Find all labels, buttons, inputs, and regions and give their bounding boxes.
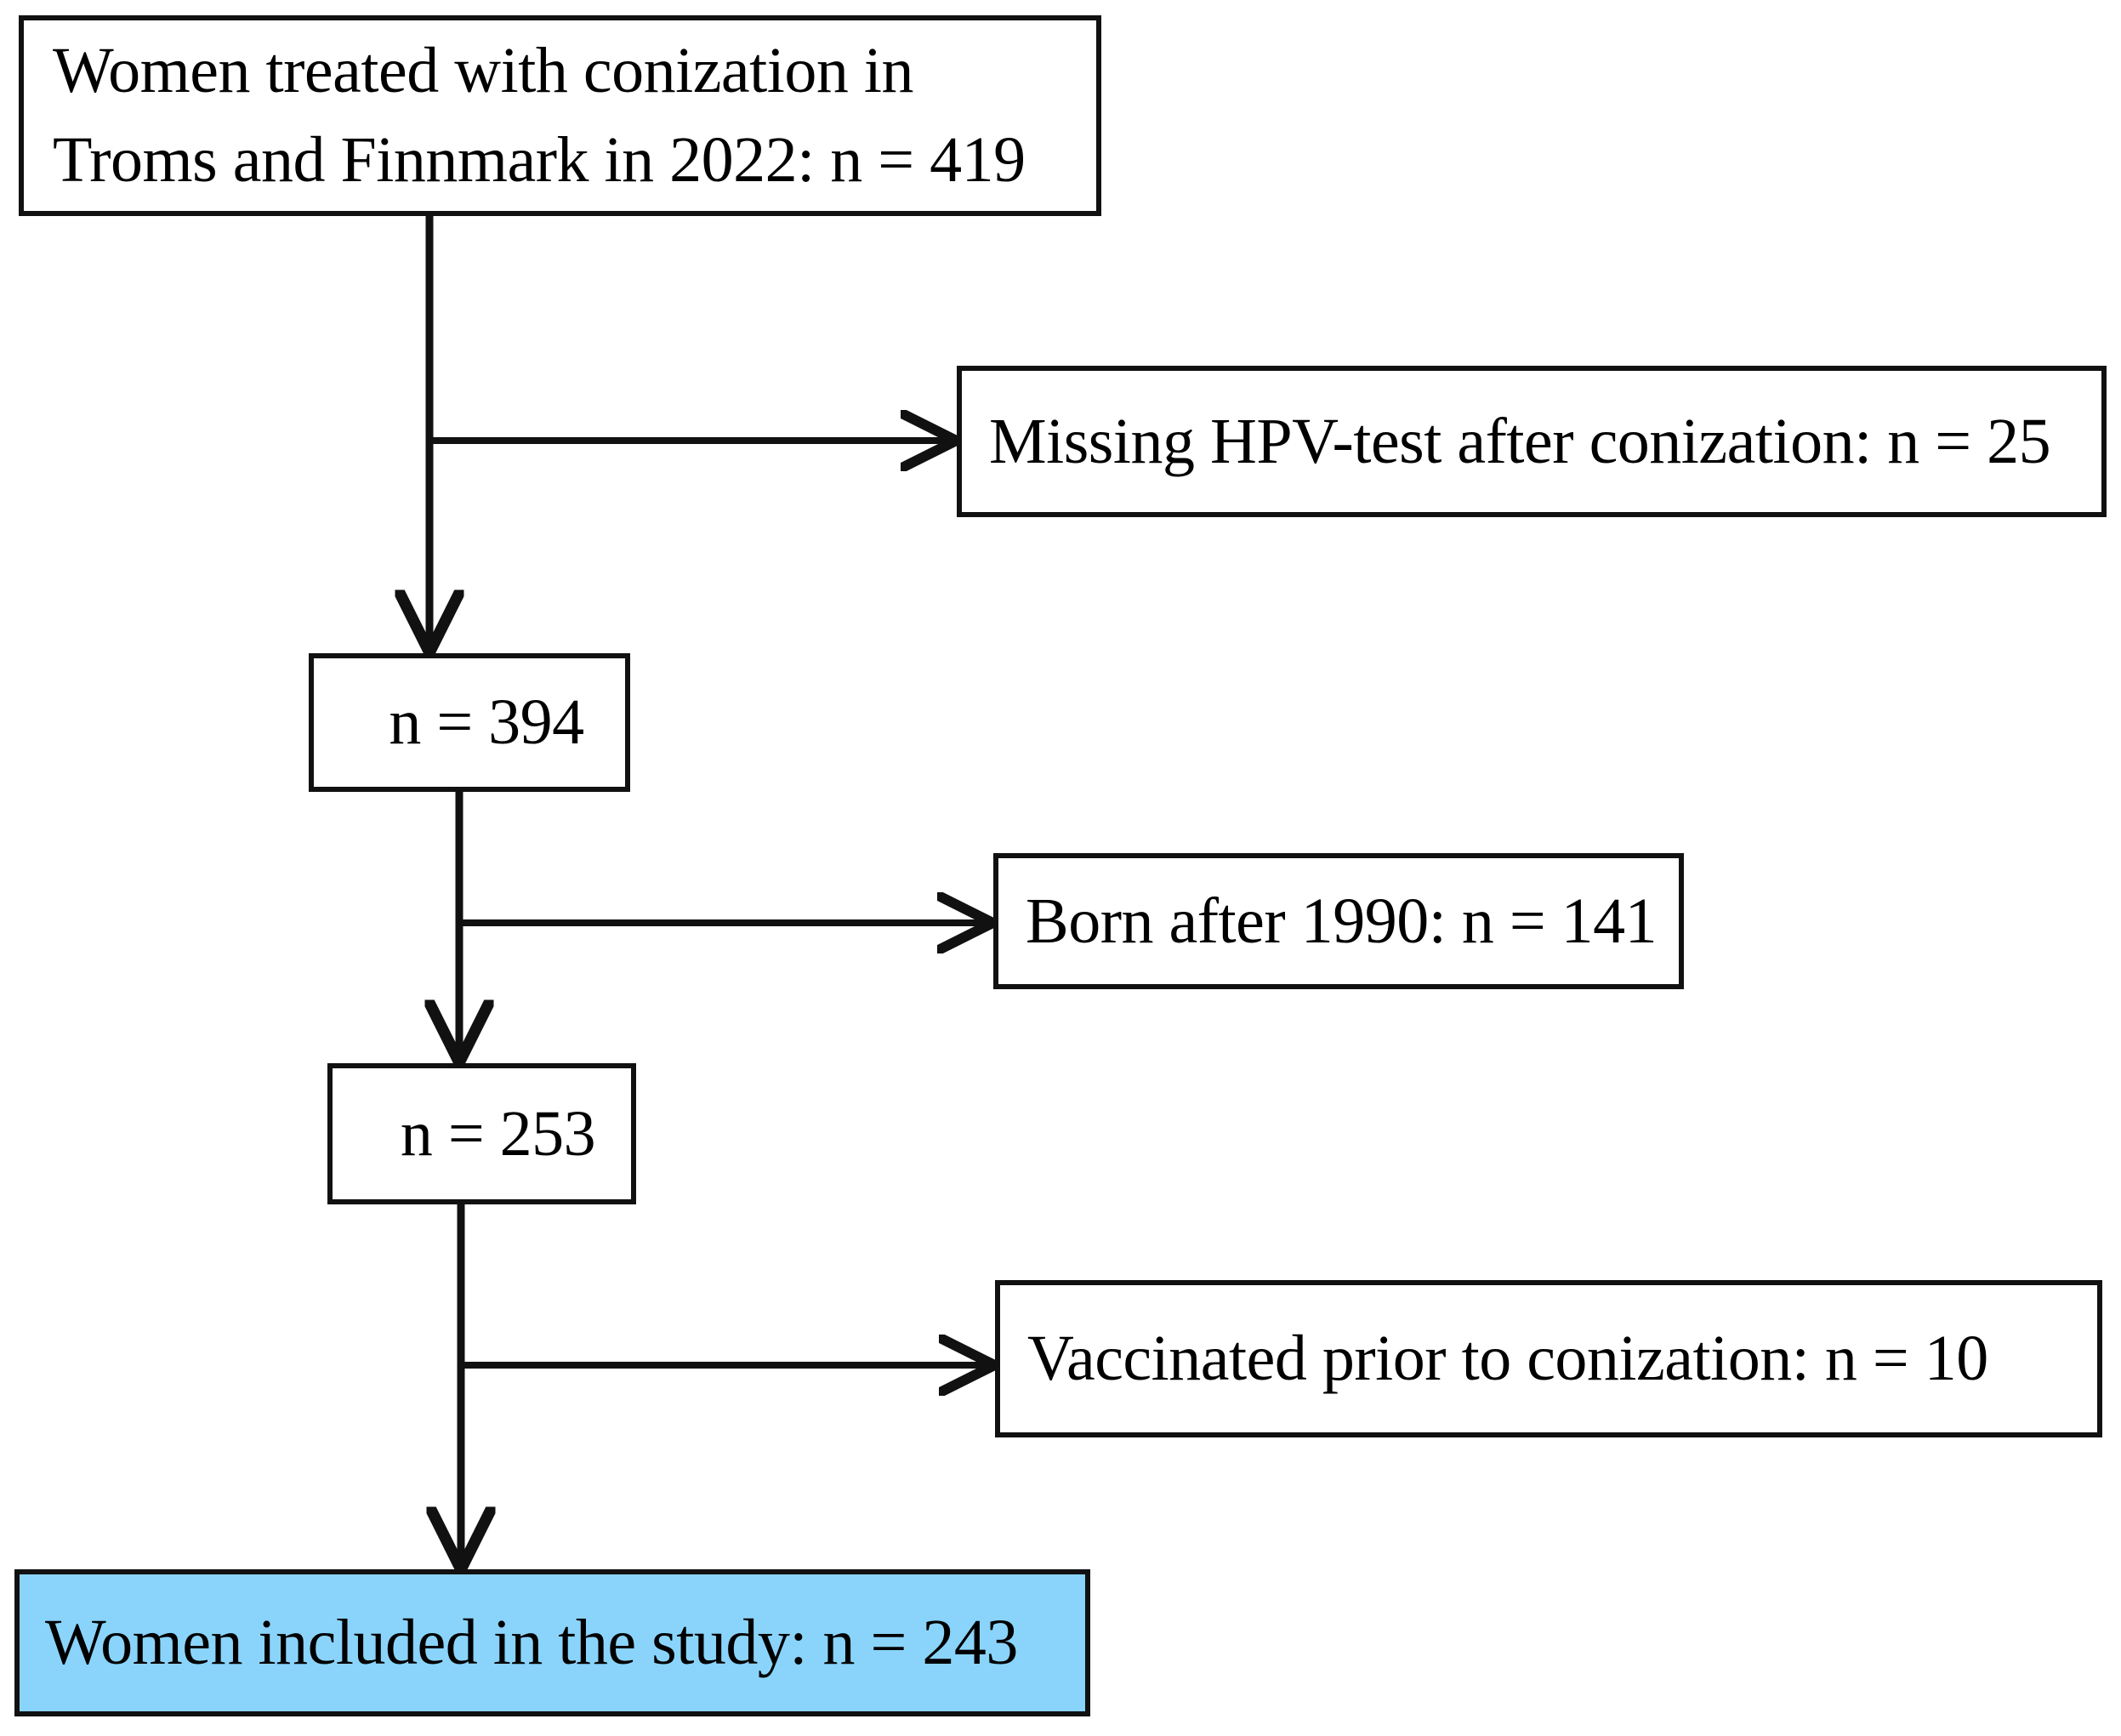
node-remaining-394: n = 394 bbox=[309, 653, 630, 792]
node-included-study-population: Women included in the study: n = 243 bbox=[14, 1569, 1090, 1716]
node-excluded-born-after-1990: Born after 1990: n = 141 bbox=[993, 853, 1684, 989]
node-included-study-population-label: Women included in the study: n = 243 bbox=[45, 1607, 1018, 1679]
node-excluded-missing-hpv-test-label: Missing HPV-test after conization: n = 2… bbox=[989, 405, 2051, 477]
node-remaining-394-label: n = 394 bbox=[389, 686, 584, 759]
node-source-population-label: Women treated with conization in Troms a… bbox=[53, 35, 1026, 196]
node-excluded-vaccinated-prior: Vaccinated prior to conization: n = 10 bbox=[995, 1280, 2102, 1437]
node-excluded-missing-hpv-test: Missing HPV-test after conization: n = 2… bbox=[957, 366, 2107, 517]
node-excluded-vaccinated-prior-label: Vaccinated prior to conization: n = 10 bbox=[1027, 1323, 1988, 1395]
node-remaining-253-label: n = 253 bbox=[400, 1097, 596, 1170]
node-remaining-253: n = 253 bbox=[327, 1063, 636, 1204]
node-excluded-born-after-1990-label: Born after 1990: n = 141 bbox=[1026, 885, 1658, 957]
node-source-population: Women treated with conization in Troms a… bbox=[19, 15, 1101, 216]
